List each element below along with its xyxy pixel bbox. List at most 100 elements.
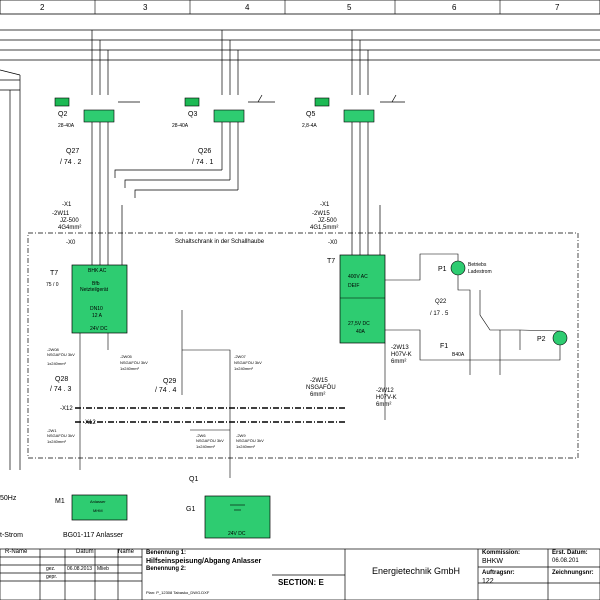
fuse-f1: F1 B40A bbox=[440, 343, 465, 358]
cable-id: -2W6 bbox=[196, 433, 206, 438]
device-line: 12 A bbox=[92, 313, 103, 319]
zeichnung-label: Zeichnungsnr: bbox=[552, 570, 594, 576]
lower-wiring bbox=[79, 310, 386, 478]
motor-m1: M1 Anlasser MHM bbox=[55, 494, 128, 521]
motor-line: MHM bbox=[93, 508, 103, 513]
contactor-ref: / 74 . 3 bbox=[50, 386, 72, 393]
column-number: 3 bbox=[143, 3, 148, 12]
cable-id: -2W1 bbox=[47, 428, 57, 433]
cable-type: NSGAFÖU 3kV bbox=[236, 438, 264, 443]
cable-id: -2W12 bbox=[376, 388, 394, 394]
breaker-id: Q5 bbox=[306, 111, 315, 118]
title-benennung2-label: Benennung 2: bbox=[146, 566, 186, 572]
title-rname-header: R-Name bbox=[5, 549, 28, 555]
title-benennung1: Hilfseinspeisung/Abgang Anlasser bbox=[146, 558, 262, 565]
cable-size: 1x240mm² bbox=[196, 444, 216, 449]
cable-type: NSGAFÖU 3kV bbox=[120, 360, 148, 365]
terminal-label: -X0 bbox=[66, 240, 76, 246]
title-name-header: Name bbox=[118, 549, 135, 555]
cable-size: 1x240mm² bbox=[234, 366, 254, 371]
small-cable-labels: -2W08 NSGAFÖU 3kV 1x240mm² -2W05 NSGAFÖU… bbox=[47, 347, 264, 449]
breaker-q2: Q2 28-40A bbox=[54, 97, 115, 129]
breaker-q5: Q5 2,8-4A bbox=[302, 97, 375, 129]
title-gepr-label: gepr. bbox=[46, 574, 58, 580]
device-id: T7 bbox=[327, 258, 335, 265]
motor-line: Anlasser bbox=[90, 499, 106, 504]
erst-value: 06.08.201 bbox=[552, 558, 579, 564]
column-number: 2 bbox=[40, 3, 45, 12]
column-number: 5 bbox=[347, 3, 352, 12]
breaker-range: 2,8-4A bbox=[302, 123, 317, 129]
contactor-id: Q29 bbox=[163, 378, 176, 385]
meter-desc: Ladestrom bbox=[468, 269, 492, 275]
cable-id: -2W15 bbox=[312, 211, 330, 217]
device-line: Netzteilgerät bbox=[80, 287, 109, 293]
cable-w13: -2W13 H07V-K 6mm² bbox=[391, 345, 412, 365]
frequency-label: 50Hz bbox=[0, 495, 17, 502]
fuse-rating: B40A bbox=[452, 352, 465, 358]
cable-type: NSGAFÖU bbox=[306, 384, 336, 391]
title-block-frame bbox=[0, 548, 600, 600]
column-number: 7 bbox=[555, 3, 560, 12]
battery-id: G1 bbox=[186, 506, 195, 513]
title-file: Plan: P_12308 Tabasko_DWG.DXF bbox=[146, 590, 210, 595]
cable-size: 1x240mm² bbox=[120, 366, 140, 371]
device-line: BHK AC bbox=[88, 268, 107, 274]
battery-label: 24V DC bbox=[228, 531, 246, 537]
cable-id: -2W15 bbox=[310, 378, 328, 384]
cable-type: NSGAFÖU 3kV bbox=[47, 433, 75, 438]
battery-g1: G1 24V DC bbox=[186, 495, 271, 539]
cable-id: -2W11 bbox=[52, 211, 70, 217]
title-gez-date: 06.08.2013 bbox=[67, 566, 93, 572]
terminal-label: -X0 bbox=[328, 240, 338, 246]
cable-size: 4G1,5mm² bbox=[310, 225, 338, 231]
contactor-q26: Q26 / 74 . 1 bbox=[192, 148, 214, 166]
cable-size: 1x240mm² bbox=[47, 361, 67, 366]
contactor-q29: Q29 / 74 . 4 bbox=[155, 378, 177, 394]
terminal-label: -X1 bbox=[62, 202, 72, 208]
feeder-wiring bbox=[91, 94, 405, 265]
cable-size: 4G4mm² bbox=[58, 225, 81, 231]
column-number: 6 bbox=[452, 3, 457, 12]
cable-id: -2W07 bbox=[234, 354, 247, 359]
breaker-id: Q3 bbox=[188, 111, 197, 118]
cable-id: -2W05 bbox=[120, 354, 133, 359]
cable-type: NSGAFÖU 3kV bbox=[47, 352, 75, 357]
busbars bbox=[0, 29, 600, 470]
kommission-value: BHKW bbox=[482, 558, 503, 565]
device-line: 40A bbox=[356, 329, 366, 335]
company-name: Energietechnik GmbH bbox=[372, 566, 461, 576]
cable-id: -2W9 bbox=[236, 433, 246, 438]
cable-size: 1x240mm² bbox=[236, 444, 256, 449]
contactor-ref: / 74 . 4 bbox=[155, 387, 177, 394]
relay-ref: / 17 . 5 bbox=[430, 311, 449, 317]
device-line: DN10 bbox=[90, 306, 103, 312]
column-header: 2 3 4 5 6 7 bbox=[0, 0, 600, 15]
cable-type: NSGAFÖU 3kV bbox=[196, 438, 224, 443]
anlasser-label: BG01-117 Anlasser bbox=[63, 532, 124, 539]
auftrag-label: Auftragsnr: bbox=[482, 570, 515, 576]
title-benennung1-label: Benennung 1: bbox=[146, 550, 186, 556]
device-line: 24V DC bbox=[90, 326, 108, 332]
switch-id: Q1 bbox=[189, 476, 198, 483]
contactor-ref: / 74 . 1 bbox=[192, 159, 214, 166]
power-supply-t7-left: T7 75 / 0 BHK AC Bfb Netzteilgerät DN10 … bbox=[46, 264, 128, 334]
title-section: SECTION: E bbox=[278, 578, 324, 587]
motor-id: M1 bbox=[55, 498, 65, 505]
device-line: 400V AC bbox=[348, 274, 368, 280]
contactor-q28: Q28 / 74 . 3 bbox=[50, 376, 72, 393]
contactor-id: Q28 bbox=[55, 376, 68, 383]
power-supply-t7-right: T7 400V AC DEIF 27,5V DC 40A bbox=[327, 254, 386, 344]
cable-size: 6mm² bbox=[310, 392, 325, 398]
device-sub: 75 / 0 bbox=[46, 282, 59, 288]
meter-id: P2 bbox=[537, 336, 546, 343]
column-number: 4 bbox=[245, 3, 250, 12]
cable-type: H07V-K bbox=[376, 395, 397, 401]
cable-type: JZ-500 bbox=[318, 218, 337, 224]
cable-id: -2W13 bbox=[391, 345, 409, 351]
breaker-id: Q2 bbox=[58, 111, 67, 118]
contactor-id: Q27 bbox=[66, 148, 79, 155]
terminal-x1-right: -X1 -2W15 JZ-500 4G1,5mm² bbox=[310, 202, 338, 231]
meter-id: P1 bbox=[438, 266, 447, 273]
